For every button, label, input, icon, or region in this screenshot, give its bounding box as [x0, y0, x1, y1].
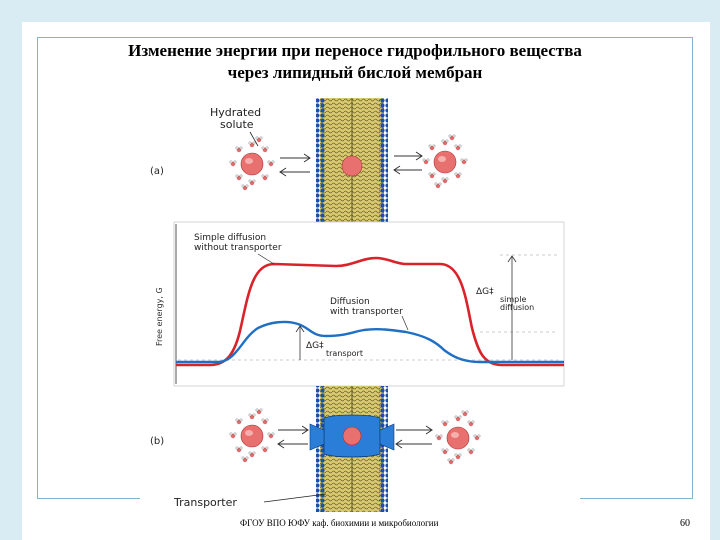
slide-frame-left [0, 0, 22, 540]
slide-frame-top [0, 0, 720, 22]
slide-frame-right [710, 0, 720, 540]
curve-simple-label-line-1: Simple diffusion [194, 233, 266, 243]
delta-g-transport-arrow [295, 325, 305, 360]
panel-a-label: (a) [150, 166, 164, 177]
slide-title-line-1: Изменение энергии при переносе гидрофиль… [128, 41, 582, 60]
solute-in-membrane [341, 155, 363, 177]
transporter-leader [263, 493, 327, 503]
curve-simple-label-line-2: without transporter [194, 243, 282, 253]
solute-in-transporter [342, 426, 362, 446]
exchange-arrows-a [279, 151, 423, 177]
delta-g-simple-arrow [507, 255, 517, 360]
page-number: 60 [680, 518, 690, 529]
membrane-energy-figure: Hydrated solute (a) Free energy, G Simpl… [140, 98, 580, 512]
panel-b-label: (b) [150, 436, 164, 447]
energy-plot: Free energy, G Simple diffusion without … [155, 221, 565, 387]
hydrated-solute-callout-line-2: solute [220, 118, 254, 131]
delta-g-transport-symbol: ΔG‡ [306, 341, 324, 351]
curve-transport-label-line-1: Diffusion [330, 297, 370, 307]
exchange-arrows-b [277, 425, 433, 449]
delta-g-simple-sub-1: simple [500, 295, 526, 304]
reference-lines [178, 254, 558, 361]
panel-a: Hydrated solute (a) [150, 98, 467, 222]
curve-simple-leader [257, 253, 275, 265]
slide-title-line-2: через липидный бислой мембран [227, 63, 483, 82]
delta-g-simple-symbol: ΔG‡ [476, 287, 494, 297]
curve-transport-label-line-2: with transporter [330, 307, 403, 317]
transporter-callout: Transporter [173, 496, 237, 509]
y-axis-label: Free energy, G [155, 287, 164, 346]
hydrated-solute-callout-line-1: Hydrated [210, 106, 261, 119]
curve-transport-leader [401, 315, 409, 331]
slide-footer: ФГОУ ВПО ЮФУ каф. биохимии и микробиолог… [240, 518, 439, 528]
membrane-a-heads-right [379, 98, 388, 222]
membrane-b-heads-left [316, 386, 325, 512]
delta-g-simple-sub-2: diffusion [500, 303, 534, 312]
hydrated-solute-leader [249, 131, 259, 147]
energy-plot-frame [173, 221, 565, 387]
curve-transport [176, 320, 564, 364]
delta-g-transport-sub: transport [326, 349, 363, 358]
membrane-a-heads-left [316, 98, 325, 222]
panel-b: (b) Transporter [150, 386, 480, 512]
slide-title: Изменение энергии при переносе гидрофиль… [40, 40, 670, 84]
curve-simple-diffusion [176, 256, 564, 367]
membrane-b-heads-right [379, 386, 388, 512]
